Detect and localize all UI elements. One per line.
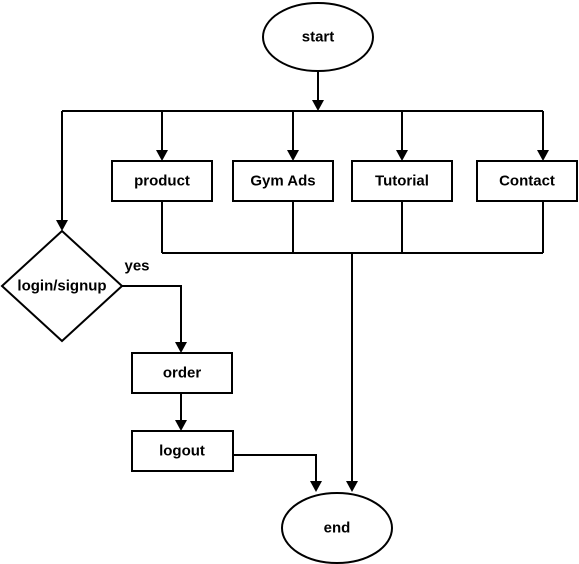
arrowhead-order (175, 342, 187, 353)
order-label: order (163, 365, 202, 382)
login-signup-label: login/signup (17, 278, 106, 295)
tutorial-node: Tutorial (351, 160, 453, 202)
end-node: end (281, 492, 393, 564)
edge-logout-to-end (233, 454, 317, 484)
contact-label: Contact (499, 173, 555, 190)
edge-login-to-order (122, 285, 182, 345)
product-label: product (134, 173, 190, 190)
tutorial-label: Tutorial (375, 173, 429, 190)
arrowhead-end-merge (346, 481, 358, 492)
logout-label: logout (159, 443, 205, 460)
arrowhead-logout (175, 420, 187, 431)
login-signup-decision: login/signup (0, 229, 124, 343)
arrowhead-contact (537, 150, 549, 161)
yes-label: yes (124, 258, 149, 275)
start-node: start (262, 2, 374, 72)
order-node: order (131, 352, 233, 394)
arrowhead-login (56, 220, 68, 231)
logout-node: logout (131, 430, 234, 472)
end-label: end (324, 520, 351, 537)
start-label: start (302, 29, 335, 46)
arrowhead-gym-ads (287, 150, 299, 161)
arrowhead-tutorial (396, 150, 408, 161)
gym-ads-label: Gym Ads (250, 173, 315, 190)
arrowhead-product (156, 150, 168, 161)
arrowhead-start-branch (312, 100, 324, 111)
edges (56, 71, 549, 492)
contact-node: Contact (476, 160, 578, 202)
product-node: product (111, 160, 213, 202)
gym-ads-node: Gym Ads (232, 160, 334, 202)
arrowhead-end-logout (310, 481, 322, 492)
